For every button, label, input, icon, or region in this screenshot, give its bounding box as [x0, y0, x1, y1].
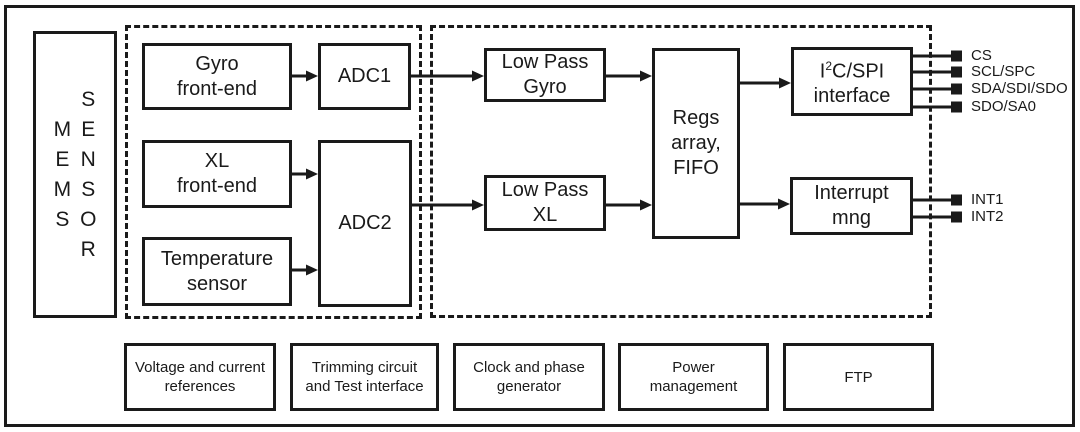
block-adc1: ADC1	[318, 43, 411, 110]
block-interrupt-mng: Interrupt mng	[790, 177, 913, 235]
block-regs-array-fifo: Regs array, FIFO	[652, 48, 740, 239]
pin-label-int2: INT2	[971, 208, 1004, 225]
block-clock-phase-generator: Clock and phase generator	[453, 343, 605, 411]
block-adc2: ADC2	[318, 140, 412, 307]
i2c-line2-text: interface	[813, 85, 891, 108]
interrupt-mng-label: Interrupt mng	[814, 182, 889, 229]
arrow-adc2-to-lowpass-xl	[412, 199, 484, 211]
regs-array-fifo-label: Regs array, FIFO	[671, 107, 721, 179]
i2c-rest-text: C/SPI	[832, 60, 885, 83]
low-pass-xl-label: Low Pass XL	[501, 179, 589, 226]
pin-line-scl-spc	[911, 66, 962, 78]
ftp-label: FTP	[844, 368, 873, 386]
low-pass-gyro-label: Low Pass Gyro	[501, 51, 589, 98]
analog-front-end-group-box	[125, 25, 422, 319]
block-temperature-sensor: Temperature sensor	[142, 237, 292, 306]
adc2-label: ADC2	[338, 212, 392, 234]
pin-label-scl-spc: SCL/SPC	[971, 63, 1036, 80]
pin-line-sdo-sa0	[911, 101, 962, 113]
arrow-temp-to-adc2	[292, 264, 318, 276]
arrow-gyro-to-adc1	[292, 70, 318, 82]
arrow-adc1-to-lowpass-gyro	[411, 70, 484, 82]
pin-label-cs: CS	[971, 47, 992, 64]
arrow-lowpass-xl-to-regs	[606, 199, 652, 211]
block-gyro-front-end: Gyro front-end	[142, 43, 292, 110]
xl-front-end-label: XL front-end	[176, 150, 258, 197]
mems-sensor-block: M E M S S E N S O R	[33, 31, 117, 318]
pin-label-sda-sdi-sdo: SDA/SDI/SDO	[971, 80, 1068, 97]
arrow-regs-to-i2c-spi	[740, 77, 791, 89]
digital-processing-group-box	[430, 25, 932, 318]
i2c-sup-text: 2	[825, 58, 832, 73]
block-voltage-current-references: Voltage and current references	[124, 343, 276, 411]
pin-line-sda-sdi-sdo	[911, 83, 962, 95]
pin-label-int1: INT1	[971, 191, 1004, 208]
power-management-label: Power management	[649, 359, 738, 395]
temperature-sensor-label: Temperature sensor	[160, 247, 274, 295]
mems-vertical-label: M E M S	[53, 117, 72, 231]
pin-line-cs	[911, 50, 962, 62]
pin-line-int1	[911, 194, 962, 206]
gyro-front-end-label: Gyro front-end	[176, 52, 258, 100]
block-low-pass-xl: Low Pass XL	[484, 175, 606, 231]
block-trimming-test-interface: Trimming circuit and Test interface	[290, 343, 439, 411]
clock-phase-generator-label: Clock and phase generator	[473, 359, 585, 395]
block-xl-front-end: XL front-end	[142, 140, 292, 208]
arrow-xl-to-adc2	[292, 168, 318, 180]
pin-line-int2	[911, 211, 962, 223]
adc1-label: ADC1	[337, 65, 392, 87]
voltage-current-references-label: Voltage and current references	[134, 359, 266, 395]
trimming-test-interface-label: Trimming circuit and Test interface	[305, 359, 424, 395]
block-low-pass-gyro: Low Pass Gyro	[484, 48, 606, 102]
sensor-vertical-label: S E N S O R	[80, 87, 97, 261]
i2c-base-text: I	[819, 60, 826, 83]
arrow-lowpass-gyro-to-regs	[606, 70, 652, 82]
block-power-management: Power management	[618, 343, 769, 411]
pin-label-sdo-sa0: SDO/SA0	[971, 98, 1037, 115]
arrow-regs-to-interrupt	[740, 198, 790, 210]
block-ftp: FTP	[783, 343, 934, 411]
